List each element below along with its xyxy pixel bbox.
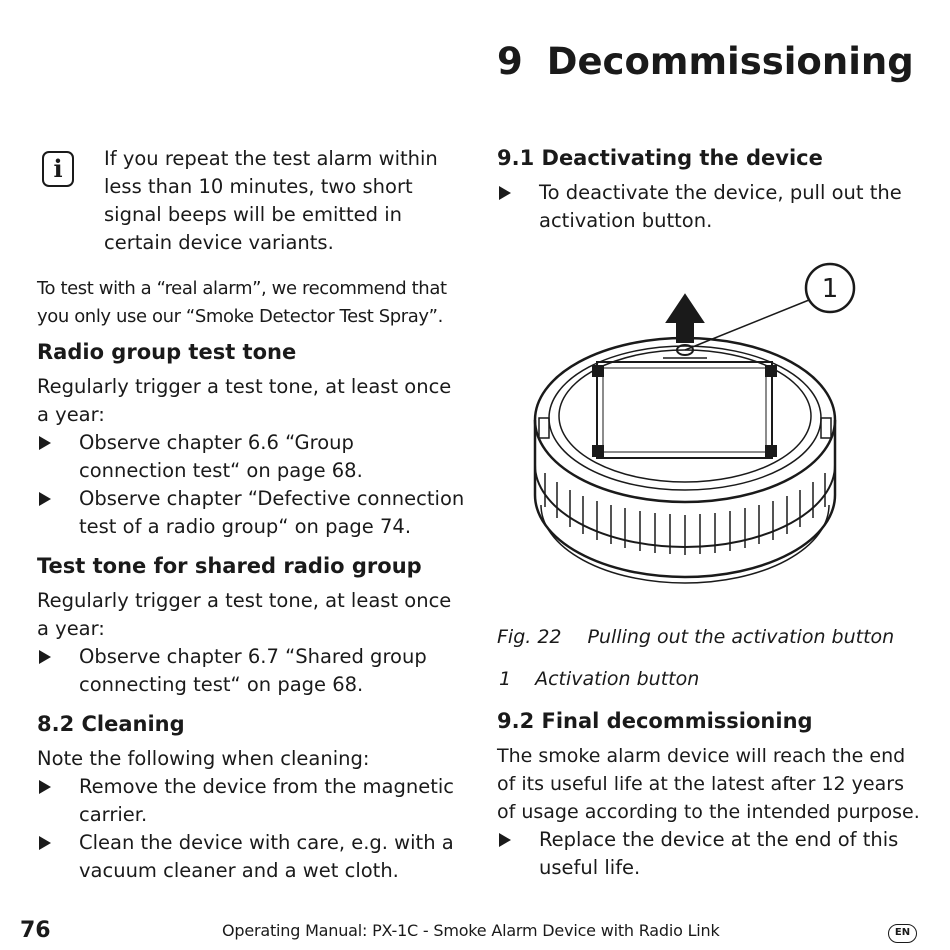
left-column: i If you repeat the test alarm within le… <box>37 145 467 897</box>
shared-group-bullets: Observe chapter 6.7 “Shared group connec… <box>37 643 467 699</box>
list-item: Observe chapter 6.6 “Group connection te… <box>37 429 467 485</box>
real-alarm-paragraph: To test with a “real alarm”, we recommen… <box>37 278 447 327</box>
legend-text: Activation button <box>535 668 700 690</box>
bullet-arrow-icon <box>499 186 511 200</box>
deactivating-bullets: To deactivate the device, pull out the a… <box>497 179 922 235</box>
list-item: Replace the device at the end of this us… <box>497 826 922 882</box>
legend-number: 1 <box>499 668 512 690</box>
cleaning-bullets: Remove the device from the magnetic carr… <box>37 773 467 885</box>
detector-bottom-edge <box>533 494 837 579</box>
callout-label: 1 <box>822 274 839 304</box>
figure-caption: Fig. 22 Pulling out the activation button <box>497 624 894 650</box>
deactivating-heading: 9.1 Deactivating the device <box>497 146 823 170</box>
bullet-arrow-icon <box>499 833 511 847</box>
callout-line <box>684 299 810 351</box>
final-heading: 9.2 Final decommissioning <box>497 709 813 733</box>
page-number: 76 <box>20 918 51 943</box>
list-item: Remove the device from the magnetic carr… <box>37 773 467 829</box>
bullet-arrow-icon <box>39 650 51 664</box>
chapter-number: 9 <box>497 40 523 83</box>
cleaning-heading: 8.2 Cleaning <box>37 712 185 736</box>
info-note: i If you repeat the test alarm within le… <box>37 145 467 257</box>
cleaning-intro: Note the following when cleaning: <box>37 747 370 770</box>
shared-group-intro: Regularly trigger a test tone, at least … <box>37 589 452 640</box>
list-item: Observe chapter “Defective connection te… <box>37 485 467 541</box>
detector-vents <box>544 473 826 555</box>
bullet-arrow-icon <box>39 492 51 506</box>
final-bullets: Replace the device at the end of this us… <box>497 826 922 882</box>
bullet-arrow-icon <box>39 436 51 450</box>
footer-title: Operating Manual: PX-1C - Smoke Alarm De… <box>222 921 720 940</box>
figure-caption-text: Pulling out the activation button <box>587 626 895 648</box>
list-item: Clean the device with care, e.g. with a … <box>37 829 467 885</box>
list-item: To deactivate the device, pull out the a… <box>497 179 922 235</box>
radio-group-bullets: Observe chapter 6.6 “Group connection te… <box>37 429 467 541</box>
final-decommissioning-section: 9.2 Final decommissioning The smoke alar… <box>497 708 922 894</box>
figure-number: Fig. 22 <box>497 626 562 648</box>
info-note-text: If you repeat the test alarm within less… <box>104 147 438 254</box>
language-badge: EN <box>888 924 917 943</box>
smoke-detector-figure: 1 <box>533 262 856 584</box>
radio-group-heading: Radio group test tone <box>37 340 297 364</box>
list-item: Observe chapter 6.7 “Shared group connec… <box>37 643 467 699</box>
pull-arrow-icon <box>665 293 705 343</box>
radio-group-intro: Regularly trigger a test tone, at least … <box>37 375 452 426</box>
info-icon: i <box>42 151 74 187</box>
battery-compartment <box>596 361 773 459</box>
callout-circle <box>804 262 856 314</box>
final-paragraph: The smoke alarm device will reach the en… <box>497 745 920 823</box>
bullet-arrow-icon <box>39 836 51 850</box>
figure-legend: 1 Activation button <box>499 666 699 692</box>
chapter-title-text: Decommissioning <box>546 40 914 83</box>
chapter-title: 9 Decommissioning <box>497 40 914 83</box>
shared-group-heading: Test tone for shared radio group <box>37 554 422 578</box>
right-column: 9.1 Deactivating the device To deactivat… <box>497 145 922 247</box>
bullet-arrow-icon <box>39 780 51 794</box>
